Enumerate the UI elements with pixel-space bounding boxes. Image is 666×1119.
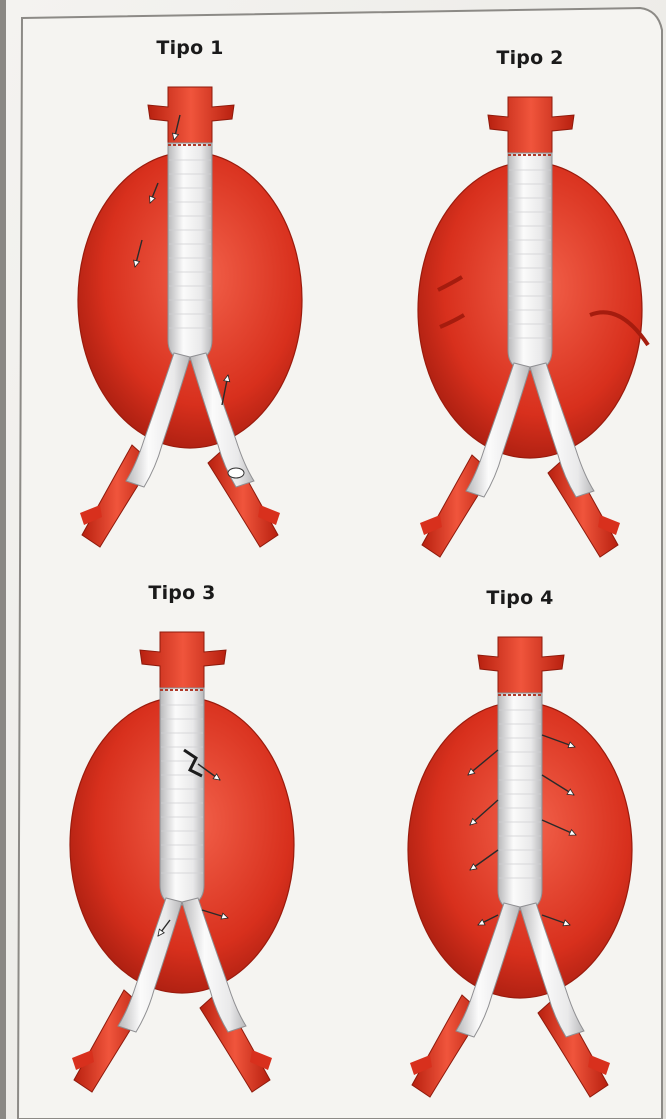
upper-aorta — [478, 637, 564, 697]
stent-graft-body — [168, 143, 212, 360]
aneurysm-illustration — [380, 45, 666, 565]
panel-tipo-4: Tipo 4 — [370, 585, 666, 1105]
aneurysm-illustration — [40, 35, 340, 555]
panel-tipo-2: Tipo 2 — [380, 45, 666, 565]
upper-aorta — [148, 87, 234, 147]
panel-tipo-3: Tipo 3 — [32, 580, 332, 1100]
aneurysm-illustration — [32, 580, 332, 1100]
upper-aorta — [488, 97, 574, 157]
stent-graft-body — [498, 693, 542, 910]
panel-tipo-1: Tipo 1 — [40, 35, 340, 555]
upper-aorta — [140, 632, 226, 692]
leak-arrow-icon — [228, 468, 244, 478]
stent-graft-body — [160, 688, 204, 905]
aneurysm-illustration — [370, 585, 666, 1105]
stent-graft-body — [508, 153, 552, 370]
